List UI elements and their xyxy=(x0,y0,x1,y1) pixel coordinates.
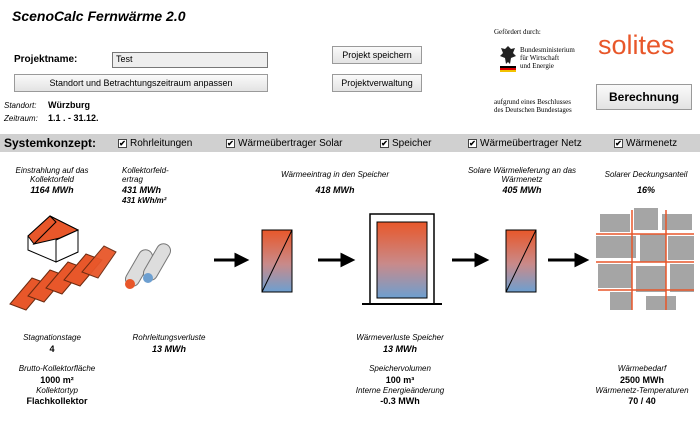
checkbox-speicher[interactable]: ✔ Speicher xyxy=(380,138,431,149)
kollektorertrag-specific-value: 431 kWh/m² xyxy=(122,196,167,205)
check-icon: ✔ xyxy=(226,139,235,148)
netztemperaturen-value: 70 / 40 xyxy=(628,396,656,406)
pipes-icon xyxy=(125,243,171,289)
checkbox-label: Wärmenetz xyxy=(626,138,678,149)
speicherverluste-value: 13 MWh xyxy=(382,344,417,354)
kollektortyp-label: Kollektortyp xyxy=(36,386,78,395)
energieaenderung-label: Interne Energieänderung xyxy=(355,386,445,395)
funded-by-text: Gefördert durch: xyxy=(494,28,541,36)
waermelieferung-value: 405 MWh xyxy=(502,185,542,195)
solites-logo: solites xyxy=(598,30,675,60)
speicherverluste-label: Wärmeverluste Speicher xyxy=(356,333,444,342)
project-name-input[interactable]: Test xyxy=(112,52,268,68)
kollektorertrag-label: Kollektorfeld- ertrag xyxy=(122,166,169,184)
house-icon xyxy=(27,215,80,263)
standort-value: Würzburg xyxy=(48,100,90,110)
checkbox-label: Rohrleitungen xyxy=(130,138,193,149)
location-period-button[interactable]: Standort und Betrachtungszeitraum anpass… xyxy=(14,74,268,92)
project-name-label: Projektname: xyxy=(14,54,78,65)
storage-tank-icon xyxy=(362,213,442,305)
waermebedarf-value: 2500 MWh xyxy=(619,375,664,385)
checkbox-waermeuebertrager-solar[interactable]: ✔ Wärmeübertrager Solar xyxy=(226,138,342,149)
system-diagram xyxy=(9,208,694,311)
ministry-name: Bundesministerium für Wirtschaft und Ene… xyxy=(520,46,575,70)
system-concept-bar xyxy=(0,134,700,152)
rohrleitungsverluste-label: Rohrleitungsverluste xyxy=(132,333,206,342)
kollektorflaeche-label: Brutto-Kollektorfläche xyxy=(18,364,96,373)
einstrahlung-value: 1164 MWh xyxy=(30,185,74,195)
zeitraum-label: Zeitraum: xyxy=(4,114,38,123)
checkbox-rohrleitungen[interactable]: ✔ Rohrleitungen xyxy=(118,138,192,149)
collector-field-icon xyxy=(9,245,117,311)
checkbox-waermeuebertrager-netz[interactable]: ✔ Wärmeübertrager Netz xyxy=(468,138,582,149)
deckungsanteil-value: 16% xyxy=(636,185,655,195)
district-heating-network-icon xyxy=(596,208,694,310)
eagle-emblem-icon xyxy=(498,42,518,72)
project-management-button[interactable]: Projektverwaltung xyxy=(332,74,422,92)
netztemperaturen-label: Wärmenetz-Temperaturen xyxy=(595,386,689,395)
kollektortyp-value: Flachkollektor xyxy=(26,396,88,406)
kollektorflaeche-value: 1000 m² xyxy=(40,375,74,385)
standort-label: Standort: xyxy=(4,101,37,110)
app-title: ScenoCalc Fernwärme 2.0 xyxy=(12,8,186,24)
waermebedarf-label: Wärmebedarf xyxy=(617,364,667,373)
waermeeintrag-value: 418 MWh xyxy=(315,185,355,195)
stagnation-value: 4 xyxy=(49,344,55,354)
flow-arrow-icon xyxy=(214,252,590,268)
rohrleitungsverluste-value: 13 MWh xyxy=(151,344,186,354)
check-icon: ✔ xyxy=(614,139,623,148)
checkbox-waermenetz[interactable]: ✔ Wärmenetz xyxy=(614,138,677,149)
waermelieferung-label: Solare Wärmelieferung an das Wärmenetz xyxy=(467,166,577,184)
check-icon: ✔ xyxy=(468,139,477,148)
deckungsanteil-label: Solarer Deckungsanteil xyxy=(604,170,688,179)
kollektorertrag-value: 431 MWh xyxy=(122,185,162,195)
checkbox-label: Wärmeübertrager Solar xyxy=(238,138,343,149)
speichervolumen-label: Speichervolumen xyxy=(369,364,431,373)
speichervolumen-value: 100 m³ xyxy=(385,375,415,385)
checkbox-label: Speicher xyxy=(392,138,432,149)
checkbox-label: Wärmeübertrager Netz xyxy=(480,138,582,149)
waermeeintrag-label: Wärmeeintrag in den Speicher xyxy=(280,170,390,179)
zeitraum-value: 1.1 . - 31.12. xyxy=(48,113,99,123)
save-project-button[interactable]: Projekt speichern xyxy=(332,46,422,64)
stagnation-label: Stagnationstage xyxy=(23,333,81,342)
heat-exchanger-network-icon xyxy=(505,229,537,293)
energieaenderung-value: -0.3 MWh xyxy=(380,396,420,406)
check-icon: ✔ xyxy=(380,139,389,148)
heat-exchanger-solar-icon xyxy=(261,229,293,293)
parliament-resolution-text: aufgrund eines Beschlusses des Deutschen… xyxy=(494,98,572,114)
calculate-button[interactable]: Berechnung xyxy=(596,84,692,110)
check-icon: ✔ xyxy=(118,139,127,148)
system-concept-label: Systemkonzept: xyxy=(4,136,97,150)
district-heating-pipes-icon xyxy=(596,210,694,310)
einstrahlung-label: Einstrahlung auf das Kollektorfeld xyxy=(15,166,89,184)
